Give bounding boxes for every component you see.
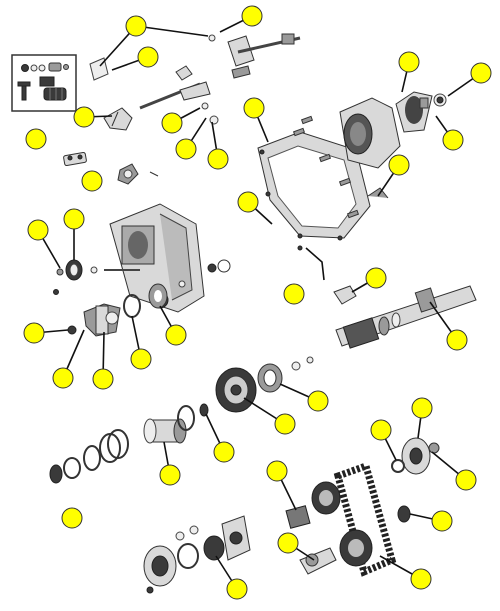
callout-c38[interactable] — [226, 578, 248, 600]
rear-output-parts — [391, 437, 440, 523]
callout-c17[interactable] — [63, 208, 85, 230]
callout-c31[interactable] — [370, 419, 392, 441]
callout-c25[interactable] — [130, 348, 152, 370]
callout-c08[interactable] — [207, 148, 229, 170]
callout-c06[interactable] — [25, 128, 47, 150]
callout-c33[interactable] — [266, 460, 288, 482]
callouts — [23, 5, 492, 600]
housing-bolts — [292, 115, 389, 219]
callout-c13[interactable] — [442, 129, 464, 151]
output-yoke-parts — [67, 283, 168, 337]
callout-c19[interactable] — [283, 283, 305, 305]
callout-c34[interactable] — [61, 507, 83, 529]
main-shaft — [335, 285, 477, 349]
callout-c16[interactable] — [27, 219, 49, 241]
callout-c01[interactable] — [125, 15, 147, 37]
callout-c29[interactable] — [159, 464, 181, 486]
callout-c28[interactable] — [213, 441, 235, 463]
callout-c37[interactable] — [410, 568, 432, 590]
callout-c02[interactable] — [241, 5, 263, 27]
callout-c03[interactable] — [137, 46, 159, 68]
shift-lever — [297, 245, 357, 305]
small-bracket-parts — [63, 151, 159, 185]
callout-c27[interactable] — [274, 413, 296, 435]
front-bearing-parts — [53, 259, 231, 295]
callout-c36[interactable] — [277, 532, 299, 554]
callout-c35[interactable] — [431, 510, 453, 532]
callout-c30[interactable] — [411, 397, 433, 419]
planetary-gear-set — [215, 356, 314, 413]
callout-c15[interactable] — [237, 191, 259, 213]
callout-c11[interactable] — [398, 51, 420, 73]
extension-housing — [339, 91, 447, 169]
drive-chain-and-sprockets — [285, 461, 397, 577]
callout-c04[interactable] — [73, 106, 95, 128]
callout-c09[interactable] — [81, 170, 103, 192]
callout-c24[interactable] — [92, 368, 114, 390]
callout-c20[interactable] — [23, 322, 45, 344]
callout-c26[interactable] — [307, 390, 329, 412]
callout-c12[interactable] — [470, 62, 492, 84]
callout-c21[interactable] — [446, 329, 468, 351]
shift-fork-assembly — [89, 33, 301, 131]
input-gear-parts — [49, 403, 209, 484]
callout-c32[interactable] — [455, 469, 477, 491]
callout-c18[interactable] — [365, 267, 387, 289]
callout-c22[interactable] — [165, 324, 187, 346]
callout-c23[interactable] — [52, 367, 74, 389]
rear-housing — [257, 131, 371, 241]
callout-c05[interactable] — [161, 112, 183, 134]
oil-pump-assembly — [143, 515, 251, 594]
callout-c07[interactable] — [175, 138, 197, 160]
callout-c10[interactable] — [243, 97, 265, 119]
callout-c14[interactable] — [388, 154, 410, 176]
hardware-kit-box — [11, 54, 77, 112]
